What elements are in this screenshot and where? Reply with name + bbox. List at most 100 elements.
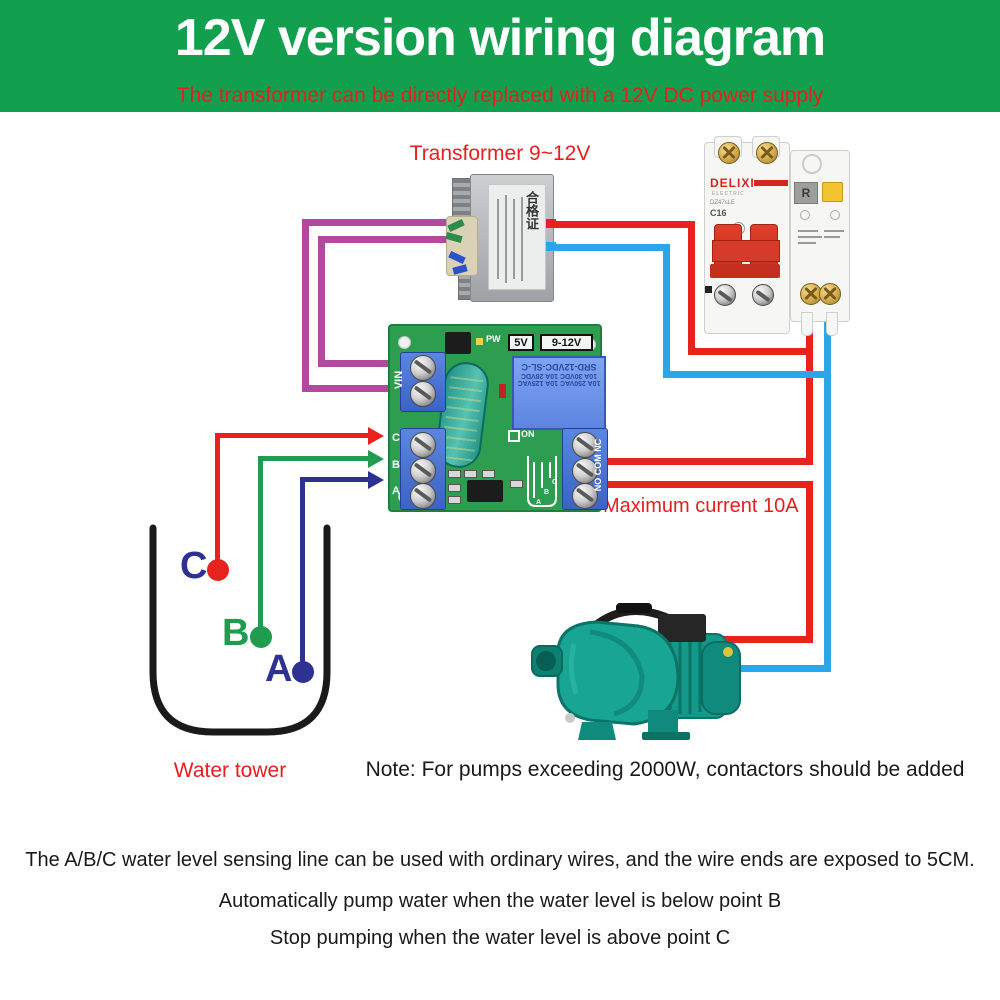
breaker-dot <box>705 286 712 293</box>
v9-12-label: 9-12V <box>540 334 593 351</box>
relay-rating-2: 10A 250VAC 10A 125VAC <box>517 379 601 386</box>
jumper-silkscreen <box>508 430 520 442</box>
on-silkscreen: ON <box>521 429 535 439</box>
svg-text:A: A <box>536 499 541 506</box>
breaker-fineprint <box>798 242 816 244</box>
breaker-toggle-base <box>710 264 780 278</box>
water-tower-outline <box>149 524 331 736</box>
breaker-model: DZ47sLE <box>710 200 736 206</box>
water-tower-caption: Water tower <box>173 759 287 782</box>
transformer-label: 合格证 <box>488 184 546 290</box>
b-silkscreen: B <box>392 459 400 471</box>
footer-line-2: Automatically pump water when the water … <box>218 890 782 912</box>
probe-label-b: B <box>222 612 250 654</box>
sensor-wire-a <box>300 477 368 482</box>
breaker-fineprint <box>798 236 822 238</box>
relay-board: PW 5V 9-12V 10A 250VAC 10A 125VAC 10A 30… <box>388 324 608 512</box>
transformer-lead-blue-out <box>542 242 556 251</box>
breaker-dot-icon <box>800 210 810 220</box>
red-wire-com-to-pump <box>806 481 813 643</box>
smd-resistor <box>510 480 523 488</box>
breaker-brand-sub: ELECTRIC <box>712 191 745 197</box>
arrow-c-icon <box>368 427 384 445</box>
blue-wire-transformer <box>663 244 670 378</box>
water-pump <box>531 603 741 740</box>
footer-line-3: Stop pumping when the water level is abo… <box>269 927 731 949</box>
probe-dot-c <box>207 559 229 581</box>
blue-wire-breaker-to-pump <box>718 665 831 672</box>
red-wire-transformer <box>688 348 813 355</box>
terminal-screw-icon <box>819 283 841 305</box>
magenta-wire-1 <box>302 219 452 226</box>
smd-resistor <box>464 470 477 478</box>
note-text: Note: For pumps exceeding 2000W, contact… <box>365 758 965 781</box>
terminal-screw-icon <box>410 355 436 381</box>
magenta-wire-2 <box>318 236 325 367</box>
terminal-screw-icon <box>718 142 740 164</box>
red-wire-breaker-to-no <box>806 295 813 465</box>
v5-label: 5V <box>508 334 534 351</box>
terminal-screw-icon <box>410 381 436 407</box>
page-title: 12V version wiring diagram <box>174 9 826 67</box>
blue-wire-transformer <box>548 244 670 251</box>
svg-text:B: B <box>544 489 549 496</box>
breaker-fineprint <box>824 230 844 232</box>
diode-component <box>499 384 506 398</box>
vin-silkscreen: VIN <box>393 370 405 390</box>
terminal-screw-icon <box>756 142 778 164</box>
footer-line-1: The A/B/C water level sensing line can b… <box>25 849 975 871</box>
terminal-screw-icon <box>410 432 436 458</box>
smd-resistor <box>448 484 461 492</box>
magenta-wire-1 <box>302 219 309 392</box>
magenta-wire-1 <box>302 385 392 392</box>
page-subtitle: The transformer can be directly replaced… <box>176 84 824 107</box>
breaker-knockout <box>802 154 822 174</box>
power-led-icon <box>476 338 483 345</box>
transformer-lead-red <box>542 219 556 228</box>
terminal-screw-icon <box>410 483 436 509</box>
transformer: 合格证 <box>445 172 556 302</box>
terminal-screw-icon <box>572 483 598 509</box>
red-wire-com-to-pump <box>598 481 813 488</box>
label-spec-line <box>497 199 499 279</box>
breaker-toggle-bar <box>712 240 780 262</box>
sensor-wire-c <box>215 433 220 568</box>
arrow-b-icon <box>368 450 384 468</box>
ic-chip <box>467 480 503 502</box>
breaker-brand: DELIXI <box>710 176 755 190</box>
terminal-screw-icon <box>752 284 774 306</box>
transformer-caption: Transformer 9~12V <box>409 142 591 165</box>
terminal-screw-icon <box>572 458 598 484</box>
sensor-wire-c <box>215 433 368 438</box>
red-wire-transformer <box>688 221 695 355</box>
header-banner <box>0 0 1000 112</box>
relay-markings: 10A 250VAC 10A 125VAC 10A 30VDC 10A 28VD… <box>514 362 604 386</box>
probe-label-c: C <box>180 545 208 587</box>
a-silkscreen: A <box>392 485 400 497</box>
breaker-red-bar <box>754 180 788 186</box>
transformer-label-text: 合格证 <box>524 191 539 230</box>
test-button <box>822 182 843 202</box>
breaker-fineprint <box>798 230 818 232</box>
magenta-wire-2 <box>318 360 392 367</box>
sensor-wire-a <box>300 477 305 663</box>
terminal-screw-icon <box>410 458 436 484</box>
arrow-a-icon <box>368 471 384 489</box>
water-level-silkscreen-icon: A B C <box>527 456 557 507</box>
magenta-wire-2 <box>318 236 452 243</box>
svg-text:C: C <box>552 479 557 486</box>
breaker-rating: C16 <box>710 208 727 218</box>
smd-resistor <box>482 470 495 478</box>
terminal-screw-icon <box>572 432 598 458</box>
pw-label: PW <box>486 334 501 344</box>
output-silkscreen: NO COM NC <box>593 438 603 492</box>
sensor-wire-b <box>258 456 263 628</box>
c-silkscreen: C <box>392 432 400 444</box>
label-spec-line <box>513 199 515 279</box>
breaker-indicator-window: R <box>794 182 818 204</box>
label-spec-line <box>521 197 523 281</box>
red-wire-com-to-pump <box>715 636 813 643</box>
smd-resistor <box>448 496 461 504</box>
breaker-fineprint <box>824 236 840 238</box>
regulator-component <box>445 332 471 354</box>
